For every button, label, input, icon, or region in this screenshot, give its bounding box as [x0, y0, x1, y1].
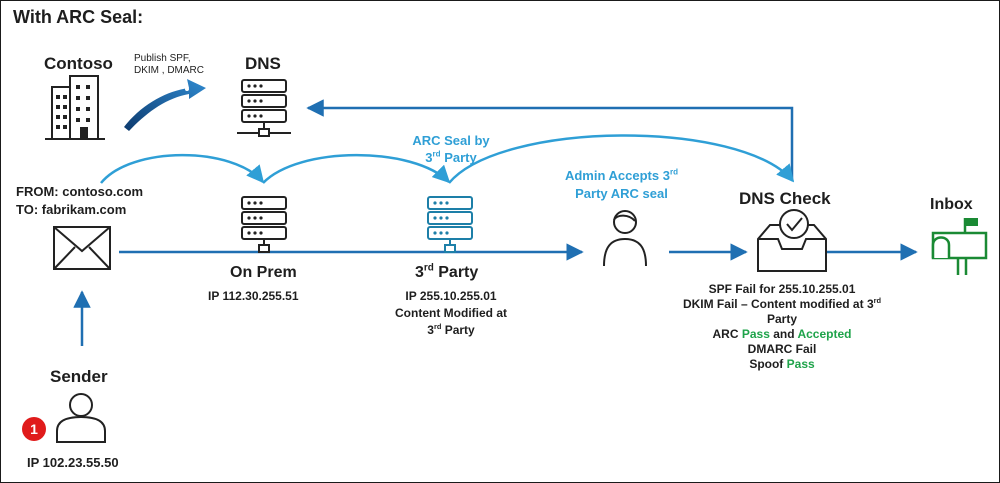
third-party-note-text: Party — [441, 323, 475, 337]
spoof-result: Spoof Pass — [669, 357, 895, 372]
spoof-result-prefix: Spoof — [749, 357, 787, 371]
arc-pass-status: Pass — [741, 327, 770, 341]
spf-result: SPF Fail for 255.10.255.01 — [708, 282, 856, 296]
admin-accepts-line1: Admin Accepts 3rd — [549, 167, 694, 185]
arc-curve-onprem-to-third-party — [262, 153, 451, 184]
dns-label: DNS — [245, 54, 281, 73]
arc-seal-line1: ARC Seal by — [412, 133, 490, 148]
third-party-note-line2: 3rd Party — [381, 322, 521, 339]
third-party-note-sup: rd — [433, 322, 442, 331]
dkim-result-line2: Party — [766, 312, 798, 326]
dkim-result-text: DKIM Fail – Content modified at 3 — [682, 297, 874, 311]
publish-arrow-icon — [124, 79, 206, 131]
admin-accepts-line2: Party ARC seal — [575, 186, 668, 201]
contoso-label: Contoso — [44, 54, 113, 73]
arc-seal-label: ARC Seal by 3rd Party — [396, 132, 506, 166]
dns-check-results: SPF Fail for 255.10.255.01 DKIM Fail – C… — [669, 282, 895, 372]
dns-server-icon — [237, 79, 291, 137]
third-party-note-number: 3 — [427, 323, 434, 337]
arc-seal-line2-number: 3 — [425, 150, 433, 165]
admin-accepts-label: Admin Accepts 3rd Party ARC seal — [549, 167, 694, 203]
third-party-label-sup: rd — [423, 262, 434, 274]
step-number: 1 — [30, 421, 38, 437]
arc-seal-line2-text: Party — [440, 150, 477, 165]
arc-seal-line2: 3rd Party — [396, 149, 506, 166]
third-party-label-text: Party — [433, 264, 479, 281]
dmarc-result: DMARC Fail — [747, 342, 817, 356]
from-to-block: FROM: contoso.com TO: fabrikam.com — [16, 183, 143, 219]
to-line: TO: fabrikam.com — [16, 202, 127, 217]
on-prem-label: On Prem — [230, 264, 297, 281]
admin-accepts-line1-sup: rd — [669, 167, 679, 177]
arc-result-and: and — [769, 327, 798, 341]
dkim-result-sup: rd — [873, 296, 882, 305]
third-party-details: IP 255.10.255.01 Content Modified at 3rd… — [381, 288, 521, 339]
arc-result-prefix: ARC — [712, 327, 742, 341]
arc-seal-line2-sup: rd — [432, 149, 441, 159]
publish-note: Publish SPF, DKIM , DMARC — [134, 53, 204, 77]
mailbox-icon — [931, 218, 988, 275]
admin-accepts-line1-text: Admin Accepts 3 — [564, 168, 670, 183]
step-badge — [22, 417, 46, 441]
third-party-ip: IP 255.10.255.01 — [405, 289, 497, 303]
envelope-icon — [53, 226, 111, 270]
arc-curve-envelope-to-onprem — [100, 153, 265, 184]
third-party-label-number: 3 — [415, 264, 424, 281]
dkim-result: DKIM Fail – Content modified at 3rd — [669, 297, 895, 312]
diagram-title: With ARC Seal: — [13, 7, 144, 27]
sender-ip: IP 102.23.55.50 — [27, 455, 119, 470]
third-party-label: 3rd Party — [415, 262, 479, 282]
dns-lookup-arrow — [306, 99, 794, 181]
third-party-note-line1: Content Modified at — [395, 306, 507, 320]
sender-label: Sender — [50, 367, 108, 386]
publish-note-line2: DKIM , DMARC — [134, 65, 204, 76]
arc-result: ARC Pass and Accepted — [669, 327, 895, 342]
inbox-label: Inbox — [930, 196, 973, 213]
arc-curve-third-party-to-dns-check — [448, 134, 795, 184]
dns-check-label: DNS Check — [739, 189, 831, 208]
on-prem-server-icon — [241, 196, 287, 253]
third-party-server-icon — [427, 196, 473, 253]
building-icon — [45, 75, 105, 140]
spoof-pass-status: Pass — [786, 357, 815, 371]
dns-check-tray-icon — [757, 209, 827, 272]
publish-note-line1: Publish SPF, — [134, 53, 191, 64]
admin-person-icon — [603, 210, 647, 267]
arc-accepted-status: Accepted — [797, 327, 852, 341]
sender-person-icon — [56, 393, 106, 443]
on-prem-ip: IP 112.30.255.51 — [208, 289, 299, 303]
from-line: FROM: contoso.com — [16, 184, 144, 199]
